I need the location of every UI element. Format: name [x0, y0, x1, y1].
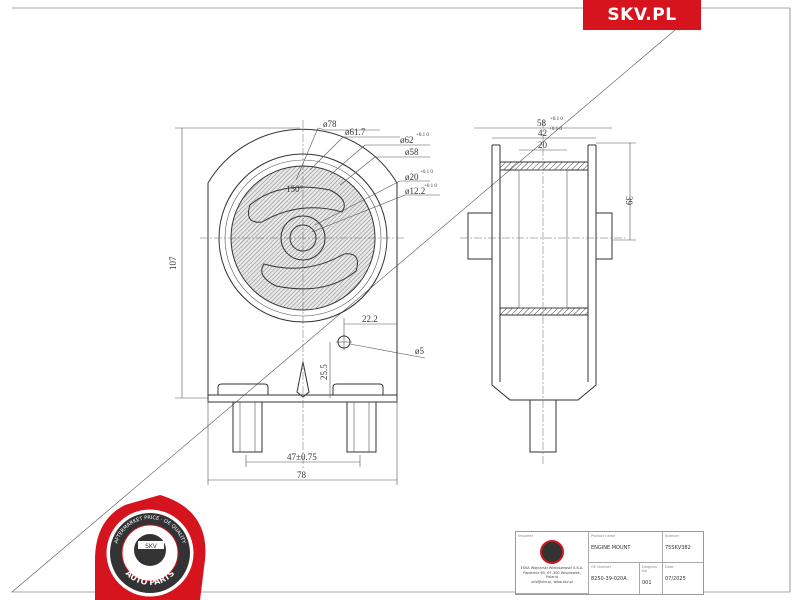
badge-center-text: SKV: [145, 543, 158, 550]
front-view: ø78 ø61.7 ø62 +0.1 0 ø58 ø20 +0.1 0 ø12.…: [168, 119, 440, 485]
skv-logo: SKV.PL: [583, 0, 701, 30]
number-cell: Number 75SKV382: [663, 532, 703, 563]
dim-bolt-spacing: 47±0.75: [287, 452, 317, 462]
number-value: 75SKV382: [665, 545, 691, 551]
dim-height: 107: [168, 256, 178, 270]
oe-label: OE Number: [591, 565, 612, 569]
dim-d61-7: ø61.7: [345, 127, 366, 137]
number-label: Number: [665, 534, 680, 538]
left-bolt: [232, 401, 263, 453]
dim-offset-y: 25.5: [319, 364, 329, 380]
product-value: ENGINE MOUNT: [591, 545, 631, 551]
oe-value: 8250-39-020A: [591, 576, 627, 582]
importer-logo: [540, 540, 564, 564]
bracket-outline: [491, 145, 597, 401]
skv-badge: SKV AFTERMARKET PRICE · OE QUALITY AUTO …: [95, 495, 206, 600]
dim-d78: ø78: [323, 119, 337, 129]
product-cell: Product name ENGINE MOUNT: [589, 532, 663, 563]
dim-offset-x: 22.2: [362, 314, 378, 324]
importer-line-1: ESKA Wojnarski Wieloszewski S.K.A.: [520, 566, 584, 570]
void-upper: [248, 186, 345, 223]
dim-42-tol: +0.1 0: [549, 127, 562, 132]
date-cell: Date 07/2025: [663, 563, 703, 594]
right-boss: [332, 383, 384, 395]
date-label: Date: [665, 565, 674, 569]
base-plate: [207, 394, 398, 403]
left-boss: [217, 383, 269, 395]
stud-left: [467, 212, 493, 260]
dim-58-tol: +0.1 0: [550, 117, 563, 122]
dim-d20-tol: +0.1 0: [420, 170, 433, 175]
oe-cell: OE Number 8250-39-020A: [589, 563, 640, 594]
title-block: Importer ESKA Wojnarski Wieloszewski S.K…: [515, 531, 704, 595]
importer-cell: Importer ESKA Wojnarski Wieloszewski S.K…: [516, 532, 589, 594]
dim-39: 39: [624, 196, 634, 206]
void-lower: [261, 253, 358, 290]
right-bolt: [346, 401, 377, 453]
dim-d12-2: ø12.2: [405, 186, 425, 196]
dim-hole: ø5: [415, 346, 425, 356]
importer-label: Importer: [518, 534, 534, 538]
importer-line-2: Papiernia 65, 67-300 Wrocławek, Poland: [523, 570, 581, 580]
stud-right: [595, 212, 613, 260]
mount-body-outline: [207, 128, 398, 398]
drawing-frame: [11, 7, 791, 593]
side-view: 58 +0.1 0 42 +0.1 0 20 39: [460, 117, 636, 465]
product-label: Product name: [591, 534, 616, 538]
dim-d20: ø20: [405, 172, 419, 182]
dim-width: 78: [297, 470, 307, 480]
dim-d62-tol: +0.1 0: [416, 133, 429, 138]
dim-d58: ø58: [405, 147, 419, 157]
diagram-label: Diagram No: [642, 565, 658, 573]
diagram-cell: Diagram No 001: [640, 563, 663, 594]
date-value: 07/2025: [665, 576, 686, 582]
dim-angle: 150°: [286, 184, 304, 194]
section-bottom: [499, 307, 589, 316]
dim-20: 20: [538, 140, 548, 150]
importer-line-3: info@skv.pl, www.skv.pl: [531, 579, 573, 584]
section-top: [499, 161, 589, 171]
dim-42: 42: [538, 128, 547, 138]
dim-d62: ø62: [400, 135, 414, 145]
diagram-value: 001: [642, 580, 652, 586]
dim-d12-2-tol: +0.1 0: [424, 184, 437, 189]
dim-58: 58: [537, 118, 547, 128]
